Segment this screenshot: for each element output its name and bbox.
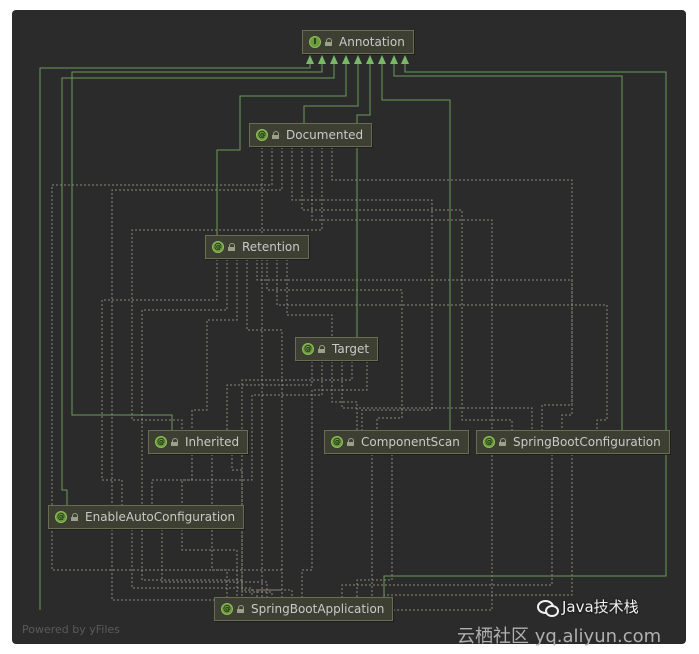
annotation-edges [51,147,608,611]
annotated-by-edge [286,259,333,337]
annotated-by-edge [371,454,553,597]
watermark-account-label: Java技术栈 [562,598,639,616]
lock-icon [171,438,178,446]
annotation-icon: @ [55,511,67,523]
diagram-canvas: I Annotation @ Documented @ Retention @ … [12,10,686,644]
watermark-account: Java技术栈 [537,596,639,617]
annotated-by-edge [181,361,323,505]
extends-edge [393,64,623,430]
annotated-by-edge [256,259,573,430]
annotation-icon: @ [302,343,314,355]
extends-arrowhead [378,55,386,64]
extends-arrowhead [390,55,398,64]
extends-edge [216,64,347,235]
annotated-by-edge [301,361,368,597]
annotated-by-edge [181,529,238,597]
node-label: Annotation [339,35,405,49]
lock-icon [499,438,506,446]
annotated-by-edge [191,259,238,430]
annotated-by-edge [246,259,283,597]
node-label: Documented [286,128,364,142]
extends-arrowhead [330,55,338,64]
extends-arrowhead [342,55,350,64]
annotated-by-edge [131,147,323,430]
extends-edges [39,64,667,610]
lock-icon [228,243,235,251]
extends-edge [303,64,359,123]
node-inherited[interactable]: @ Inherited [148,430,249,454]
annotated-by-edge [226,361,313,430]
wechat-icon [537,599,559,617]
annotated-by-edge [241,361,353,597]
extends-arrowhead [354,55,362,64]
annotation-icon: @ [155,436,167,448]
node-label: SpringBootConfiguration [513,435,661,449]
node-label: Inherited [185,435,240,449]
extends-arrowhead [318,55,326,64]
node-target[interactable]: @ Target [295,337,379,361]
annotated-by-edge [331,147,573,430]
annotated-by-edge [276,259,608,430]
node-label: Retention [242,240,300,254]
annotated-by-edge [341,361,533,430]
lock-icon [347,438,354,446]
annotation-icon: @ [331,436,343,448]
annotated-by-edge [111,147,283,601]
annotated-by-edge [141,259,243,597]
watermark-site: 云栖社区 yq.aliyun.com [457,626,662,647]
node-annotation[interactable]: I Annotation [302,30,414,54]
annotated-by-edge [341,454,373,597]
lock-icon [325,38,332,46]
node-retention[interactable]: @ Retention [205,235,309,259]
node-spring-boot-configuration[interactable]: @ SpringBootConfiguration [476,430,670,454]
extends-arrowheads [306,55,409,64]
extends-arrowhead [306,55,314,64]
extends-arrowhead [366,55,374,64]
extends-arrowhead [401,55,409,64]
annotated-by-edge [384,454,573,596]
annotation-icon: @ [212,241,224,253]
powered-by-text: Powered by yFiles [22,623,120,636]
lock-icon [272,131,279,139]
annotation-icon: @ [256,129,268,141]
extends-edge [383,64,667,597]
annotated-by-edge [131,529,253,597]
annotated-by-edge [161,529,268,597]
extends-edge [381,64,451,430]
annotated-by-edge [311,147,493,611]
extends-edge [39,64,311,610]
annotated-by-edge [151,454,193,505]
node-label: SpringBootApplication [251,602,385,616]
extends-edge [356,64,371,337]
node-label: Target [332,342,370,356]
annotated-by-edge [214,147,263,611]
lock-icon [237,605,244,613]
lock-icon [71,513,78,521]
node-label: EnableAutoConfiguration [85,510,236,524]
annotated-by-edge [266,259,403,430]
node-component-scan[interactable]: @ ComponentScan [324,430,469,454]
node-enable-auto-configuration[interactable]: @ EnableAutoConfiguration [48,505,245,529]
extends-edge [61,64,335,505]
annotated-by-edge [291,147,433,430]
node-documented[interactable]: @ Documented [249,123,373,147]
diagram-edges [39,55,667,611]
node-spring-boot-application[interactable]: @ SpringBootApplication [214,597,394,621]
annotated-by-edge [101,259,218,505]
lock-icon [318,345,325,353]
extends-edge [71,64,323,430]
annotated-by-edge [301,147,513,430]
annotated-by-edge [331,361,358,430]
annotation-icon: @ [483,436,495,448]
node-label: ComponentScan [361,435,460,449]
annotation-icon: @ [221,603,233,615]
annotated-by-edge [356,454,393,597]
annotated-by-edge [231,454,293,597]
interface-icon: I [309,36,321,48]
